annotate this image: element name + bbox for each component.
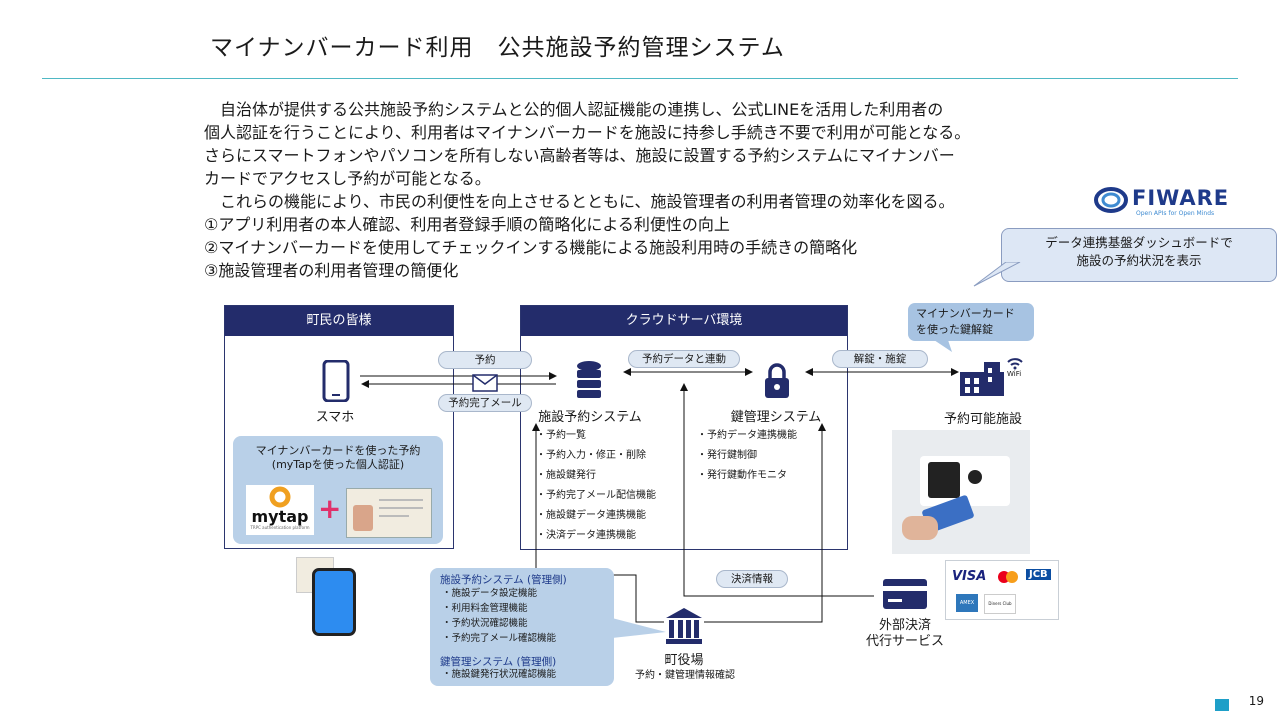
payment-info-flow-label: 決済情報: [716, 570, 788, 588]
admin-key-list: 施設鍵発行状況確認機能: [442, 668, 557, 682]
lock-icon: [765, 363, 789, 398]
key-system-label: 鍵管理システム: [730, 410, 822, 425]
intro-line: ②マイナンバーカードを使用してチェックインする機能による施設利用時の手続きの簡略…: [204, 238, 858, 257]
visa-logo: VISA: [952, 569, 987, 584]
card-brands-box: VISA JCB AMEX Diners Club: [945, 560, 1059, 620]
admin-key-title: 鍵管理システム (管理側): [440, 656, 557, 668]
mail-icon: [472, 374, 498, 392]
fiware-tagline: Open APIs for Open Minds: [1136, 210, 1215, 217]
callout-line: を使った鍵解錠: [916, 323, 993, 336]
town-hall-sublabel: 予約・鍵管理情報確認: [635, 670, 735, 681]
intro-line: カードでアクセスし予約が可能となる。: [204, 169, 491, 188]
residents-header: 町民の皆様: [225, 306, 453, 336]
facility-callout: マイナンバーカード を使った鍵解錠: [908, 303, 1034, 341]
mynumber-line: (myTapを使った個人認証): [271, 458, 405, 471]
unlock-flow-label: 解錠・施錠: [832, 350, 928, 368]
payment-label-line: 代行サービス: [865, 634, 944, 649]
booking-features-list: 予約一覧 予約入力・修正・削除 施設鍵発行 予約完了メール配信機能 施設鍵データ…: [536, 426, 706, 546]
smartphone-icon: [322, 360, 350, 402]
intro-line: 自治体が提供する公共施設予約システムと公的個人認証機能の連携し、公式LINEを活…: [220, 100, 944, 119]
callout-line: データ連携基盤ダッシュボードで: [1045, 235, 1233, 250]
callout-tail: [934, 340, 952, 352]
intro-line: ③施設管理者の利用者管理の簡便化: [204, 261, 459, 280]
payment-label: 外部決済 代行サービス: [850, 618, 960, 650]
list-item: 予約データ連携機能: [697, 426, 837, 446]
credit-card-icon: [883, 579, 927, 609]
facility-label: 予約可能施設: [943, 412, 1022, 427]
reserve-flow-label: 予約: [438, 351, 532, 369]
plus-icon: +: [318, 492, 342, 525]
amex-logo: AMEX: [956, 594, 978, 612]
list-item: 予約入力・修正・削除: [536, 446, 706, 466]
payment-label-line: 外部決済: [878, 618, 931, 633]
intro-line: これらの機能により、市民の利便性を向上させるとともに、施設管理者の利用者管理の効…: [220, 192, 955, 211]
list-item: 予約完了メール配信機能: [536, 486, 706, 506]
intro-text: 自治体が提供する公共施設予約システムと公的個人認証機能の連携し、公式LINEを活…: [204, 98, 1094, 282]
list-item: 施設鍵発行: [536, 466, 706, 486]
list-item: 決済データ連携機能: [536, 526, 706, 546]
page-title: マイナンバーカード利用 公共施設予約管理システム: [210, 35, 785, 61]
building-icon: [960, 358, 1023, 396]
callout-line: 施設の予約状況を表示: [1076, 253, 1202, 268]
mytap-ring-icon: [269, 486, 291, 508]
page-number: 19: [1248, 694, 1264, 708]
list-item: 発行鍵制御: [697, 446, 837, 466]
mytap-subtitle: TRPC authentication platform: [250, 525, 310, 530]
list-item: 予約一覧: [536, 426, 706, 446]
list-item: 施設鍵発行状況確認機能: [442, 668, 557, 682]
admin-booking-title: 施設予約システム (管理側): [440, 574, 567, 586]
fiware-logo-icon: [1094, 187, 1128, 213]
keypad-photo: [892, 430, 1030, 554]
diners-logo: Diners Club: [984, 594, 1016, 614]
mail-flow-label: 予約完了メール: [438, 394, 532, 412]
callout-tail: [973, 262, 1021, 287]
mynumber-card-image: [346, 488, 432, 538]
booking-system-label: 施設予約システム: [538, 410, 642, 425]
intro-line: 個人認証を行うことにより、利用者はマイナンバーカードを施設に持参し手続き不要で利…: [204, 123, 971, 142]
town-hall-label: 町役場: [664, 653, 704, 668]
data-link-flow-label: 予約データと連動: [628, 350, 740, 368]
wifi-label: WiFi: [1007, 370, 1022, 378]
smartphone-label: スマホ: [315, 410, 355, 425]
intro-line: ①アプリ利用者の本人確認、利用者登録手順の簡略化による利便性の向上: [204, 215, 730, 234]
jcb-logo: JCB: [1026, 569, 1051, 580]
list-item: 施設データ設定機能: [442, 586, 556, 601]
list-item: 利用料金管理機能: [442, 601, 556, 616]
key-features-list: 予約データ連携機能 発行鍵制御 発行鍵動作モニタ: [697, 426, 837, 486]
callout-line: マイナンバーカード: [916, 307, 1015, 320]
page-marker: [1215, 699, 1229, 711]
title-divider: [42, 78, 1238, 79]
town-hall-icon: [666, 608, 702, 644]
mastercard-logo-icon: [998, 571, 1018, 583]
list-item: 予約完了メール確認機能: [442, 631, 557, 646]
fiware-wordmark: FIWARE: [1132, 186, 1230, 210]
admin-callout-tail: [612, 618, 666, 638]
smartphone-illustration: [312, 568, 356, 636]
mynumber-line: マイナンバーカードを使った予約: [255, 444, 421, 457]
dashboard-callout: データ連携基盤ダッシュボードで 施設の予約状況を表示: [1001, 228, 1277, 282]
list-item: 発行鍵動作モニタ: [697, 466, 837, 486]
database-icon: [577, 361, 601, 398]
mytap-logo: mytap TRPC authentication platform: [246, 485, 314, 535]
admin-box: 施設予約システム (管理側) 施設データ設定機能 利用料金管理機能 予約状況確認…: [430, 568, 614, 686]
list-item: 施設鍵データ連携機能: [536, 506, 706, 526]
admin-booking-list: 施設データ設定機能 利用料金管理機能 予約状況確認機能 予約完了メール確認機能: [442, 586, 557, 646]
mytap-wordmark: mytap: [251, 507, 309, 526]
list-item: 予約状況確認機能: [442, 616, 556, 631]
intro-line: さらにスマートフォンやパソコンを所有しない高齢者等は、施設に設置する予約システム…: [204, 146, 955, 165]
cloud-header: クラウドサーバ環境: [521, 306, 847, 336]
